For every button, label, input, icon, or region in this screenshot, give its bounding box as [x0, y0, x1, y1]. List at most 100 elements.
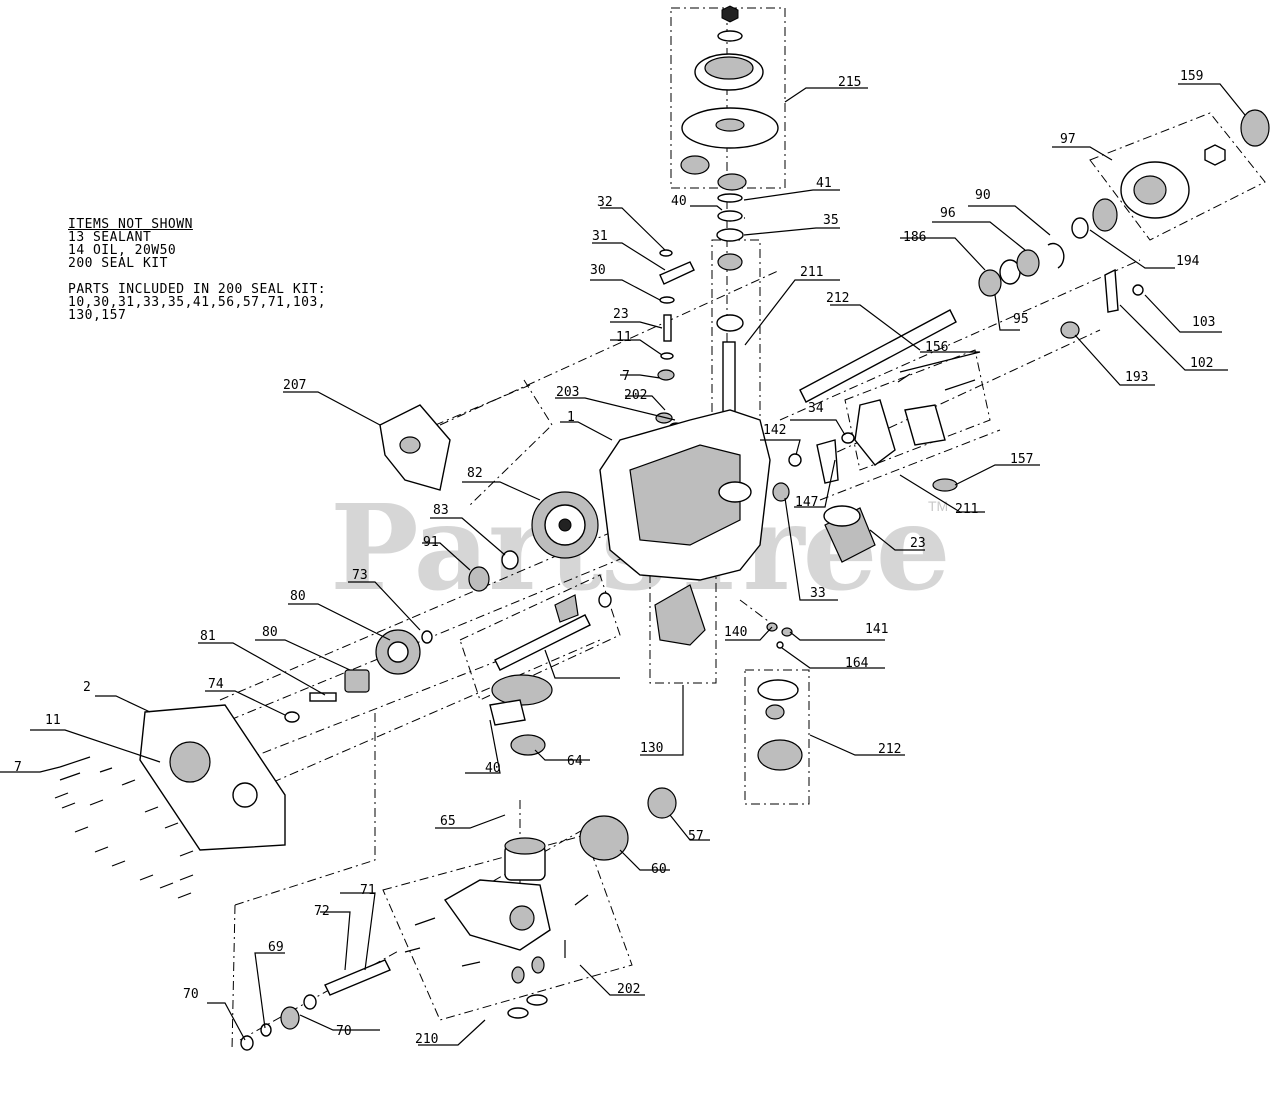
callout-130b: 141: [865, 622, 888, 637]
callout-two-oh-two: 202: [617, 982, 640, 997]
pinion-icon: [344, 669, 370, 693]
notes-line-oil: 14 OIL, 20W50: [68, 243, 177, 258]
callout-156: 159: [1180, 69, 1203, 84]
callout-ninety: 90: [975, 188, 991, 203]
brake-shaft-icon: [494, 614, 591, 671]
o-ring-icon: [757, 679, 799, 701]
callout-seventy: 70: [183, 987, 199, 1002]
callout-195: 207: [283, 378, 306, 393]
callout-91: 82: [467, 466, 483, 481]
callout-103: 103: [1192, 315, 1215, 330]
callout-71: 69: [268, 940, 284, 955]
center-section-icon: [491, 674, 553, 706]
callout-157: 164: [845, 656, 869, 671]
leader-lines: [0, 83, 1246, 1046]
callout-45: 34: [808, 401, 824, 416]
seal-icon: [772, 482, 790, 502]
callout-147: 157: [1010, 452, 1033, 467]
callout-93: 91: [423, 535, 439, 550]
notes-header: ITEMS NOT SHOWN: [68, 217, 193, 232]
callout-eleven: 11: [45, 713, 61, 728]
notes-kit-list-1: 10,30,31,33,35,41,56,57,71,103,: [68, 295, 327, 310]
callout-31: 11: [616, 330, 632, 345]
callout-32: 23: [613, 307, 629, 322]
brake-bracket-icon: [854, 399, 896, 466]
axle-bearing-icon: [978, 269, 1002, 297]
callout-33: 30: [590, 263, 606, 278]
charge-pump-icon: [757, 739, 803, 771]
callout-65: 64: [567, 754, 583, 769]
washer-icon: [717, 30, 743, 42]
manifold-icon: [443, 879, 551, 951]
callout-35: 32: [597, 195, 613, 210]
notes-kit-list-2: 130,157: [68, 308, 127, 323]
callout-72: 70: [336, 1024, 352, 1039]
callout-57: 41: [816, 176, 832, 191]
callout-82: 80: [262, 625, 278, 640]
shaft-seal-icon: [647, 787, 677, 819]
bearing-icon: [468, 566, 490, 592]
callout-forty: 40: [485, 761, 501, 776]
callout-1: 1: [567, 410, 575, 425]
callout-141: 147: [795, 495, 818, 510]
callout-83: 81: [200, 629, 216, 644]
retaining-ring-icon: [717, 193, 743, 203]
callout-seven: 7: [14, 760, 22, 775]
callout-142: 156: [925, 340, 948, 355]
callout-74: 72: [314, 904, 330, 919]
callout-56: 40: [671, 194, 687, 209]
parts: [54, 5, 1270, 1051]
callout-55: 35: [823, 213, 839, 228]
callout-210: 211: [800, 265, 823, 280]
callout-81: 80: [290, 589, 306, 604]
bracket-icon: [654, 584, 706, 646]
callout-203: 212: [878, 742, 901, 757]
callout-164: 186: [903, 230, 926, 245]
callout-130a: 140: [724, 625, 747, 640]
callout-186: 194: [1176, 254, 1200, 269]
callout-140: 142: [763, 423, 786, 438]
callout-twenty-three: 23: [910, 536, 926, 551]
callout-ninety-six: 96: [940, 206, 956, 221]
cylinder-block-icon: [579, 815, 629, 861]
end-cover-icon: [139, 704, 286, 851]
callout-2: 2: [83, 680, 91, 695]
callout-69: 65: [440, 814, 456, 829]
callout-34: 31: [592, 229, 608, 244]
axle-shaft-icon: [799, 309, 957, 403]
callout-ninety-five: 95: [1013, 312, 1029, 327]
lever-icon: [1104, 268, 1119, 313]
callout-64: 60: [651, 862, 667, 877]
callout-201: 210: [415, 1032, 438, 1047]
input-shaft-icon: [722, 341, 736, 413]
callout-159: 193: [1125, 370, 1148, 385]
pump-shaft-icon: [324, 959, 391, 996]
control-arm-icon: [659, 261, 695, 285]
notes-line-sealant: 13 SEALANT: [68, 230, 152, 245]
callout-80b: 74: [208, 677, 224, 692]
fan-hub-icon: [680, 155, 710, 175]
notes-block: ITEMS NOT SHOWN 13 SEALANT 14 OIL, 20W50…: [68, 218, 326, 322]
callout-106: 130: [640, 741, 663, 756]
callout-ninety-seven: 97: [1060, 132, 1076, 147]
callout-41: 33: [810, 586, 826, 601]
spring-icon: [1060, 321, 1080, 339]
bolt-set-icon: [54, 756, 194, 899]
nut-icon: [721, 5, 739, 23]
notes-kit-title: PARTS INCLUDED IN 200 SEAL KIT:: [68, 282, 327, 297]
callout-two-eleven: 211: [955, 502, 978, 517]
callout-194: 203: [556, 385, 579, 400]
callout-92: 83: [433, 503, 449, 518]
callout-two-twelve: 212: [826, 291, 849, 306]
callout-193: 202: [624, 388, 647, 403]
callout-80a: 73: [352, 568, 368, 583]
callout-labels: 215 41 40 35 211 32 31 30 23 11 7 202 20…: [14, 69, 1215, 1047]
small-gear-icon: [280, 1006, 300, 1030]
hub-bearing-icon: [1240, 109, 1270, 147]
callout-30: 7: [622, 369, 630, 384]
callout-102: 102: [1190, 356, 1213, 371]
callout-207: 215: [838, 75, 861, 90]
callout-73: 71: [360, 883, 376, 898]
